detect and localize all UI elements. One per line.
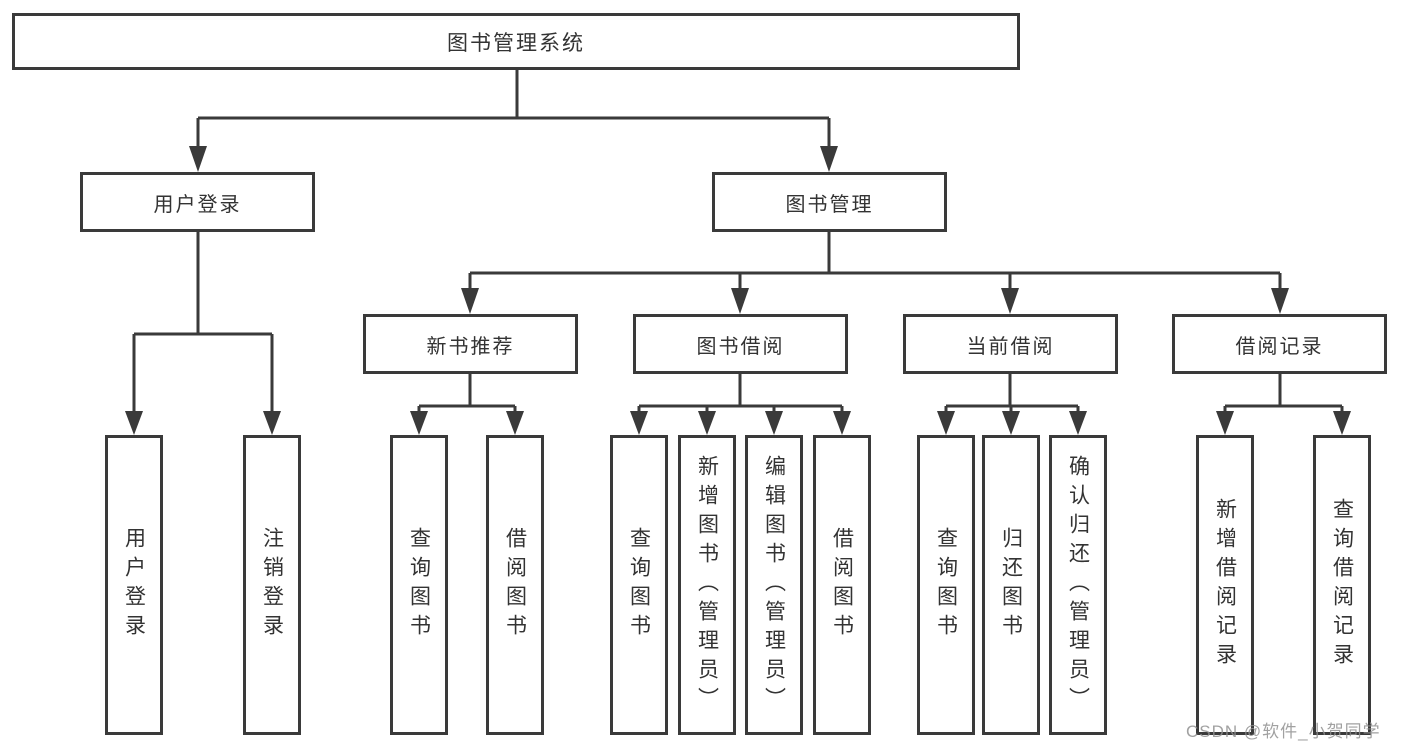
node-add-borrow-record: 新增借阅记录 xyxy=(1196,435,1254,735)
node-new-book-recommendation: 新书推荐 xyxy=(363,314,578,374)
node-borrow-books: 借阅图书 xyxy=(813,435,871,735)
node-add-books-admin: 新增图书（管理员） xyxy=(678,435,736,735)
node-book-borrowing: 图书借阅 xyxy=(633,314,848,374)
node-query-books: 查询图书 xyxy=(390,435,448,735)
node-current-borrowing: 当前借阅 xyxy=(903,314,1118,374)
node-library-management-system: 图书管理系统 xyxy=(12,13,1020,70)
node-borrow-books: 借阅图书 xyxy=(486,435,544,735)
node-edit-books-admin: 编辑图书（管理员） xyxy=(745,435,803,735)
node-query-books: 查询图书 xyxy=(917,435,975,735)
arrowheads xyxy=(125,146,1351,435)
node-confirm-return-admin: 确认归还（管理员） xyxy=(1049,435,1107,735)
node-book-management: 图书管理 xyxy=(712,172,947,232)
node-borrowing-records: 借阅记录 xyxy=(1172,314,1387,374)
node-query-books: 查询图书 xyxy=(610,435,668,735)
node-logout-action: 注销登录 xyxy=(243,435,301,735)
node-user-login-action: 用户登录 xyxy=(105,435,163,735)
csdn-watermark: CSDN @软件_小贺同学 xyxy=(1186,722,1381,741)
node-query-borrow-record: 查询借阅记录 xyxy=(1313,435,1371,735)
node-user-login: 用户登录 xyxy=(80,172,315,232)
node-return-books: 归还图书 xyxy=(982,435,1040,735)
